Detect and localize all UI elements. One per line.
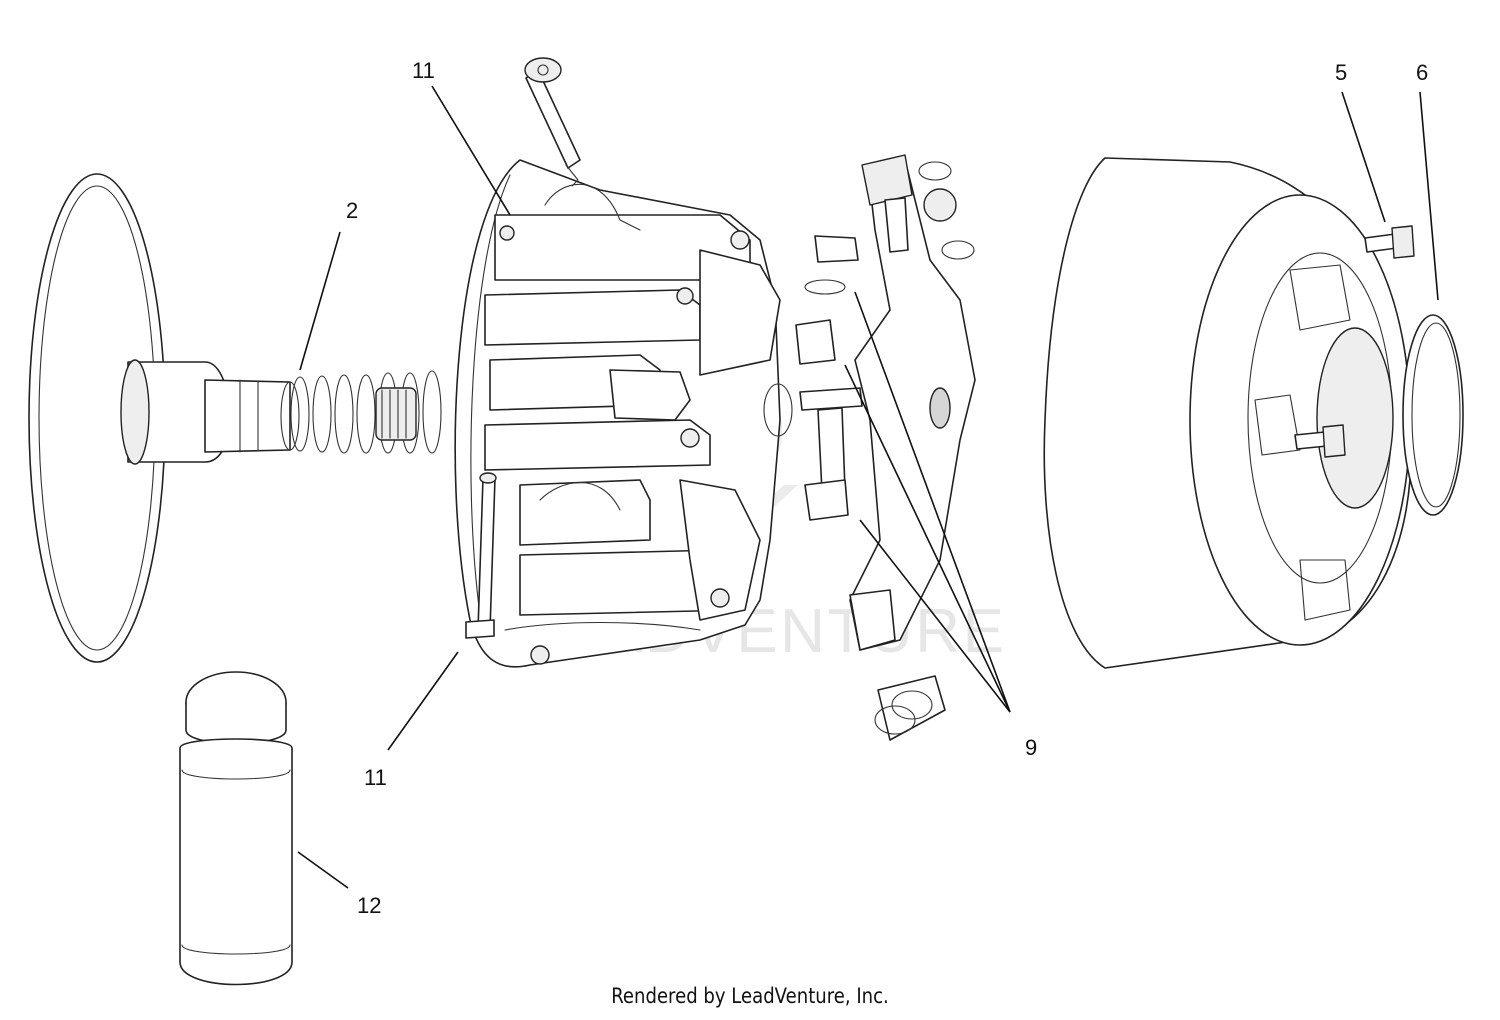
callout-9: 9 — [1025, 735, 1037, 760]
lubricant-can — [179, 671, 293, 986]
leader-2 — [299, 231, 341, 371]
render-credit: Rendered by LeadVenture, Inc. — [611, 984, 889, 1008]
bolt-bottom — [465, 472, 497, 639]
spider-assembly — [763, 154, 976, 741]
leader-lines — [297, 85, 1439, 889]
leader-6 — [1419, 91, 1439, 301]
seal-ring — [1402, 314, 1464, 516]
cover-drum — [1043, 157, 1412, 669]
screw — [1294, 225, 1415, 458]
leader-9-b — [844, 364, 1011, 713]
fixed-sheave — [28, 173, 300, 663]
callout-labels: 2 5 6 9 11 11 12 — [346, 58, 1428, 918]
leader-11-top — [431, 85, 511, 216]
callout-5: 5 — [1335, 60, 1347, 85]
bolt-top — [524, 57, 581, 187]
callout-2: 2 — [346, 198, 358, 223]
leader-5 — [1341, 91, 1386, 223]
leader-9-c — [859, 519, 1011, 713]
callout-11-bottom: 11 — [364, 765, 387, 790]
leader-12 — [297, 851, 349, 889]
callout-12: 12 — [357, 893, 381, 918]
movable-sheave — [454, 159, 781, 668]
leader-11-bottom — [387, 651, 459, 751]
callout-6: 6 — [1416, 60, 1428, 85]
leader-9-a — [854, 291, 1011, 713]
callout-11-top: 11 — [412, 58, 435, 83]
spring — [290, 370, 442, 454]
